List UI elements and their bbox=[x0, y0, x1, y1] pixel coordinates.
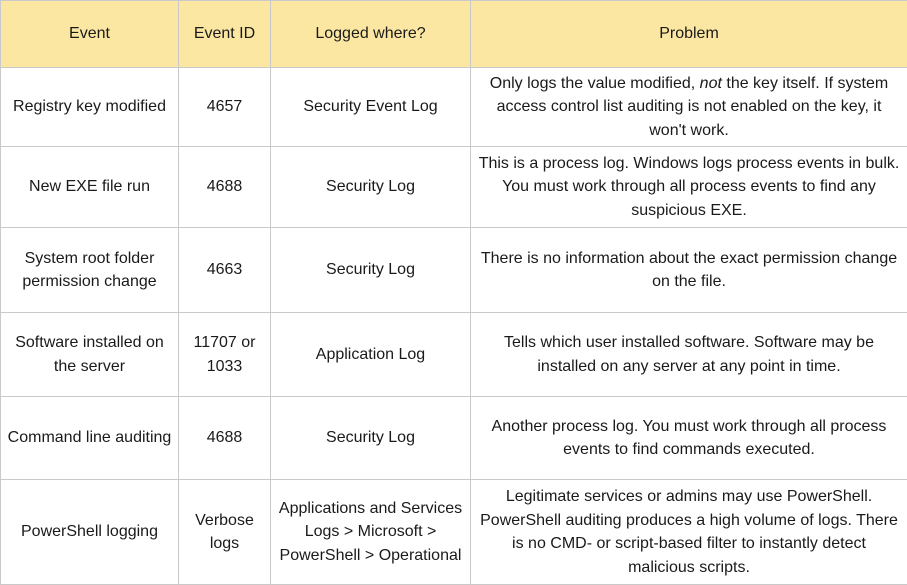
column-header-logged-where: Logged where? bbox=[271, 1, 471, 68]
problem-cell: This is a process log. Windows logs proc… bbox=[471, 147, 907, 228]
table-row: New EXE file run 4688 Security Log This … bbox=[1, 147, 907, 228]
logged-where-cell: Applications and Services Logs > Microso… bbox=[271, 480, 471, 585]
logged-where-cell: Security Log bbox=[271, 228, 471, 313]
problem-cell: Tells which user installed software. Sof… bbox=[471, 313, 907, 397]
event-cell: Registry key modified bbox=[1, 68, 179, 147]
header-row: Event Event ID Logged where? Problem bbox=[1, 1, 907, 68]
table-header: Event Event ID Logged where? Problem bbox=[1, 1, 907, 68]
event-id-cell: 4663 bbox=[179, 228, 271, 313]
event-id-cell: 4688 bbox=[179, 147, 271, 228]
event-cell: Command line auditing bbox=[1, 397, 179, 480]
problem-cell: There is no information about the exact … bbox=[471, 228, 907, 313]
column-header-problem: Problem bbox=[471, 1, 907, 68]
event-cell: System root folder permission change bbox=[1, 228, 179, 313]
event-cell: Software installed on the server bbox=[1, 313, 179, 397]
event-cell: New EXE file run bbox=[1, 147, 179, 228]
problem-cell: Another process log. You must work throu… bbox=[471, 397, 907, 480]
table-row: System root folder permission change 466… bbox=[1, 228, 907, 313]
event-id-cell: Verbose logs bbox=[179, 480, 271, 585]
event-id-cell: 11707 or 1033 bbox=[179, 313, 271, 397]
problem-cell: Legitimate services or admins may use Po… bbox=[471, 480, 907, 585]
logged-where-cell: Security Event Log bbox=[271, 68, 471, 147]
table-body: Registry key modified 4657 Security Even… bbox=[1, 68, 907, 585]
event-id-cell: 4657 bbox=[179, 68, 271, 147]
table-row: PowerShell logging Verbose logs Applicat… bbox=[1, 480, 907, 585]
event-id-cell: 4688 bbox=[179, 397, 271, 480]
problem-cell: Only logs the value modified, not the ke… bbox=[471, 68, 907, 147]
table-row: Registry key modified 4657 Security Even… bbox=[1, 68, 907, 147]
table-row: Software installed on the server 11707 o… bbox=[1, 313, 907, 397]
table-row: Command line auditing 4688 Security Log … bbox=[1, 397, 907, 480]
column-header-event: Event bbox=[1, 1, 179, 68]
problem-emphasis: not bbox=[700, 75, 722, 92]
logged-where-cell: Security Log bbox=[271, 147, 471, 228]
problem-text-start: Only logs the value modified, bbox=[490, 75, 700, 92]
column-header-event-id: Event ID bbox=[179, 1, 271, 68]
event-cell: PowerShell logging bbox=[1, 480, 179, 585]
logged-where-cell: Application Log bbox=[271, 313, 471, 397]
logged-where-cell: Security Log bbox=[271, 397, 471, 480]
